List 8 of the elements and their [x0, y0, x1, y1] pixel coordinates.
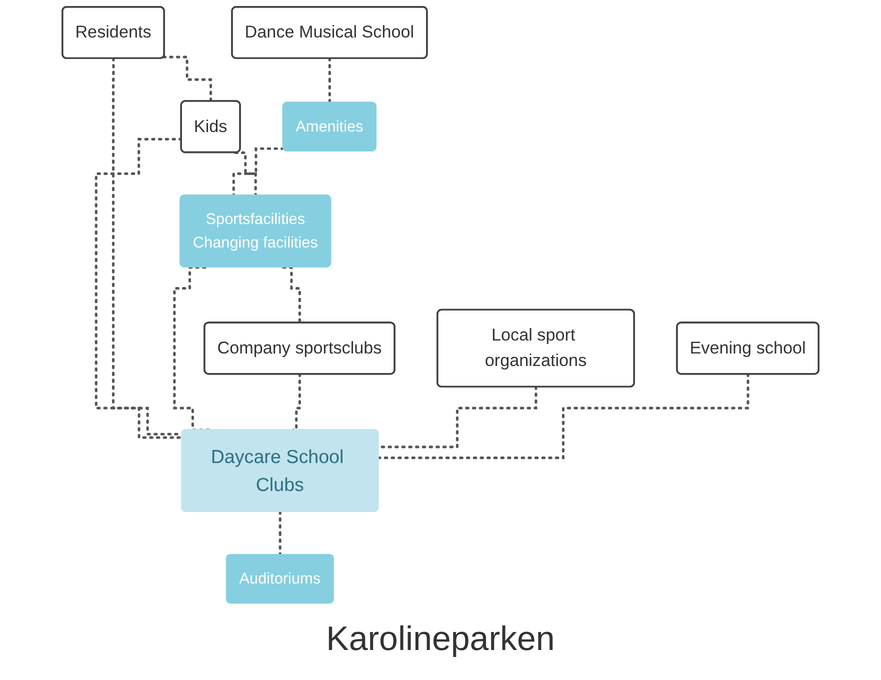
connector [282, 266, 302, 324]
caption: Karolineparken [325, 620, 556, 659]
connector [278, 510, 282, 556]
connector [328, 57, 332, 104]
connector [94, 138, 184, 439]
connector [232, 147, 285, 197]
connector [377, 373, 750, 460]
connector [234, 151, 258, 197]
